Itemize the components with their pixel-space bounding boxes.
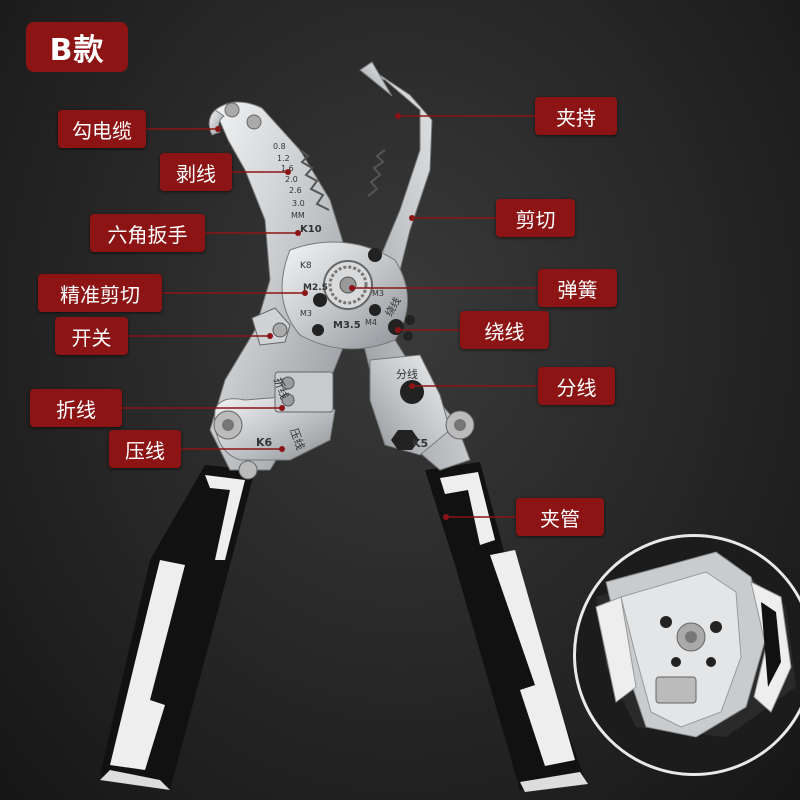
engraved-text: 0.8 1.2 1.6 2.0 2.6 3.0 MM K10 K8 M2.5 M… — [256, 142, 428, 452]
pivot-area — [281, 241, 408, 350]
engraving-m3: M3 — [300, 309, 312, 318]
label-strip-wire: 剥线 — [160, 153, 232, 191]
engraving-k8: K8 — [300, 261, 312, 271]
label-clamp: 夹持 — [535, 97, 617, 135]
label-hex-wrench: 六角扳手 — [90, 214, 205, 252]
right-handle — [425, 462, 588, 792]
gauge-1: 1.2 — [277, 154, 290, 163]
engraving-k6: K6 — [256, 436, 273, 449]
label-fold-wire: 折线 — [30, 389, 122, 427]
engraving-m4: M4 — [365, 318, 377, 327]
label-crimp-wire: 压线 — [109, 430, 181, 468]
label-spring: 弹簧 — [538, 269, 617, 307]
label-split-wire: 分线 — [538, 367, 615, 405]
engraving-k5: K5 — [412, 437, 428, 450]
label-clamp-tube: 夹管 — [516, 498, 604, 536]
gauge-0: 0.8 — [273, 142, 286, 151]
label-precise-cut: 精准剪切 — [38, 274, 162, 312]
label-switch: 开关 — [55, 317, 128, 355]
left-handle — [100, 465, 255, 790]
label-cut: 剪切 — [496, 199, 575, 237]
label-wind-wire: 绕线 — [460, 311, 549, 349]
engraving-m25: M2.5 — [303, 283, 328, 293]
model-badge: B款 — [26, 22, 128, 72]
gauge-5: 3.0 — [292, 199, 305, 208]
label-hook-cable: 勾电缆 — [58, 110, 146, 148]
folded-tool-drawing — [595, 551, 796, 738]
inset-folded-tool-image — [573, 534, 800, 776]
gauge-3: 2.0 — [285, 175, 298, 184]
gauge-4: 2.6 — [289, 186, 302, 195]
engraving-fen-xian: 分线 — [396, 367, 418, 381]
gauge-2: 1.6 — [281, 164, 294, 173]
engraving-k10: K10 — [300, 224, 322, 235]
engraving-mm: MM — [291, 211, 305, 220]
engraving-m3b: M3 — [372, 289, 384, 298]
engraving-m35: M3.5 — [333, 320, 361, 331]
